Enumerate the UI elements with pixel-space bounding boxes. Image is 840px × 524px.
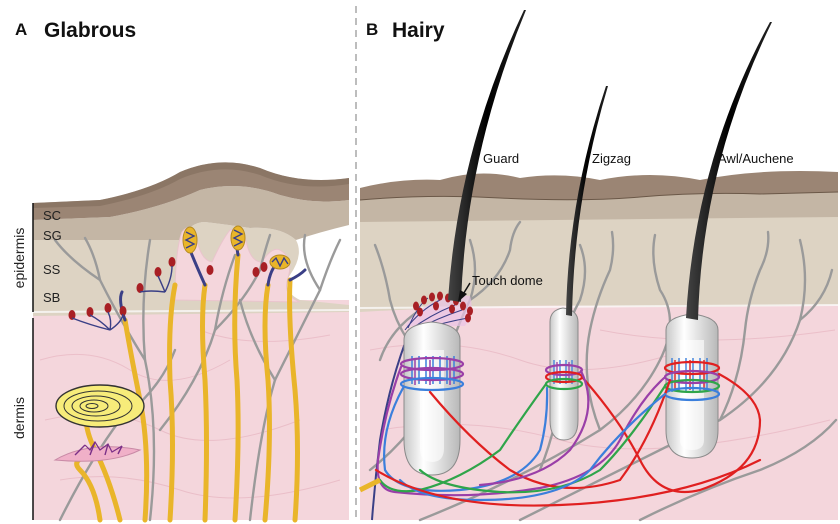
stratum-spinosum-b	[360, 215, 838, 312]
panel-a-title: Glabrous	[44, 19, 136, 42]
hair-label-awl-auchene: Awl/Auchene	[718, 151, 794, 166]
nerve-bundle	[358, 477, 382, 493]
zigzag-hair-shaft	[566, 86, 608, 316]
touch-dome	[371, 291, 473, 521]
awl-auchene-hair	[663, 22, 772, 459]
meissner-corpuscle	[182, 226, 198, 254]
hair-label-guard: Guard	[483, 151, 519, 166]
basement-membrane-a	[32, 309, 350, 313]
corneum-top-a	[33, 162, 349, 208]
panel-b: B Hairy Guard Zigzag Awl/Auchene Touch d…	[358, 10, 839, 522]
layer-label-sg: SG	[43, 228, 62, 243]
guard-hair-shaft	[448, 10, 526, 302]
side-label-epidermis: epidermis	[11, 228, 27, 289]
panel-a-letter: A	[15, 20, 27, 39]
merkel-cells-a	[68, 257, 268, 320]
touch-dome-pointer	[458, 282, 471, 302]
label-touch-dome: Touch dome	[472, 273, 543, 288]
side-label-dermis: dermis	[11, 397, 27, 439]
merkel-cells-b	[413, 291, 473, 323]
ruffini-ending	[53, 440, 142, 462]
panel-a: A Glabrous SC SG SS SB epidermis dermis	[11, 19, 350, 523]
guard-hair	[399, 10, 526, 476]
hair-label-zigzag: Zigzag	[592, 151, 631, 166]
meissner-corpuscle	[230, 225, 246, 251]
merkel-afferent-branches	[71, 265, 173, 331]
layer-label-sc: SC	[43, 208, 61, 223]
meissner-corpuscles	[182, 225, 291, 270]
awl-hair-shaft	[686, 22, 772, 320]
panel-b-letter: B	[366, 20, 378, 39]
stratum-corneum-b	[360, 171, 838, 200]
layer-label-sb: SB	[43, 290, 60, 305]
stratum-granulosum-b	[360, 190, 838, 222]
stratum-granulosum-a	[33, 186, 349, 240]
pacinian-corpuscle	[55, 384, 145, 428]
layer-label-ss: SS	[43, 262, 61, 277]
lanceolate-afferents	[374, 365, 762, 507]
panel-b-title: Hairy	[392, 19, 445, 42]
